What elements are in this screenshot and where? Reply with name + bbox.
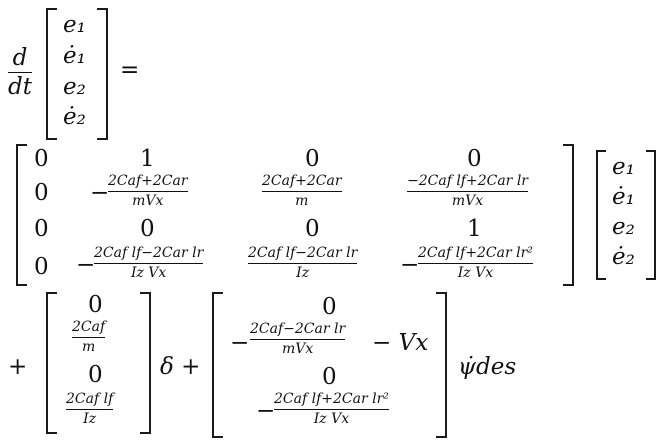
x-e2-dot: ė₂: [612, 244, 635, 270]
fraction-bar: [262, 190, 342, 192]
lhs-e2-dot: ė₂: [63, 104, 86, 130]
fraction-bar: [274, 408, 389, 410]
B2-right-bracket: [436, 292, 447, 438]
A-r2-c3-num: 2Caf+2Car: [262, 173, 342, 189]
B1-r1: 0: [88, 292, 103, 318]
A-left-bracket: [16, 144, 27, 286]
B1-r4-fraction: 2Caf lf Iz: [66, 391, 114, 427]
B2-r2-tail: − Vx: [372, 330, 429, 356]
A-r1-c2: 1: [140, 146, 155, 172]
A-r4-c3-num: 2Caf lf−2Car lr: [248, 245, 358, 261]
B2-r4-den: Iz Vx: [313, 410, 350, 427]
B2-r1: 0: [322, 294, 337, 320]
A-r2-c4-num: −2Caf lf+2Car lr: [407, 173, 528, 189]
B1-left-bracket: [46, 292, 57, 434]
A-r2-c2-num: 2Caf+2Car: [108, 173, 188, 189]
B1-r4-num: 2Caf lf: [66, 391, 114, 407]
lhs-right-bracket: [97, 8, 108, 140]
ddt-denominator: dt: [8, 74, 32, 101]
psi-dot-des: ψ̇des: [458, 354, 517, 380]
fraction-bar: [66, 408, 114, 410]
fraction-bar: [108, 190, 188, 192]
B1-r2-num: 2Caf: [72, 319, 106, 335]
A-r2-c3-fraction: 2Caf+2Car m: [262, 174, 342, 209]
lhs-left-bracket: [46, 8, 57, 140]
A-r2-c4-fraction: −2Caf lf+2Car lr mVx: [407, 174, 528, 209]
A-r4-c4-num: 2Caf lf+2Car lr²: [418, 245, 533, 261]
plus-sign: +: [8, 354, 28, 380]
A-r4-c2-num: 2Caf lf−2Car lr: [94, 245, 204, 261]
A-r4-c3-den: Iz: [296, 264, 310, 281]
A-r2-c3-den: m: [295, 192, 309, 209]
fraction-bar: [8, 72, 32, 74]
A-r1-c3: 0: [305, 146, 320, 172]
lhs-e2: e₂: [63, 74, 86, 100]
A-r4-c2-den: Iz Vx: [130, 264, 167, 281]
A-r3-c1: 0: [34, 216, 49, 242]
B1-r2-fraction: 2Caf m: [72, 319, 106, 355]
B2-left-bracket: [212, 292, 223, 438]
delta-plus: δ +: [160, 354, 201, 380]
x-e1-dot: ė₁: [612, 184, 635, 210]
x-e1: e₁: [612, 154, 635, 180]
A-r1-c1: 0: [34, 146, 49, 172]
B2-r4-sign: −: [256, 398, 276, 424]
A-r4-c2-sign: −: [76, 252, 96, 278]
fraction-bar: [72, 336, 106, 338]
lhs-e1-dot: ė₁: [63, 43, 86, 69]
B2-r2-den: mVx: [281, 340, 314, 357]
A-r2-c1: 0: [34, 180, 49, 206]
fraction-bar: [418, 262, 533, 264]
A-r1-c4: 0: [467, 146, 482, 172]
equals-sign: =: [120, 57, 140, 83]
A-r3-c4: 1: [467, 216, 482, 242]
A-r4-c4-den: Iz Vx: [457, 264, 494, 281]
fraction-bar: [407, 190, 528, 192]
A-r4-c1: 0: [34, 254, 49, 280]
B1-r3: 0: [88, 362, 103, 388]
A-r2-c2-fraction: 2Caf+2Car mVx: [108, 174, 188, 209]
A-r2-c2-sign: −: [90, 180, 110, 206]
B2-r4-fraction: 2Caf lf+2Car lr² Iz Vx: [274, 392, 389, 427]
ddt-numerator: d: [12, 45, 28, 71]
B1-r4-den: Iz: [83, 410, 97, 427]
A-r2-c4-den: mVx: [451, 192, 484, 209]
A-right-bracket: [563, 144, 574, 286]
B2-r2-num: 2Caf−2Car lr: [250, 321, 346, 337]
B2-r2-fraction: 2Caf−2Car lr mVx: [250, 321, 346, 357]
fraction-bar: [250, 338, 346, 340]
A-r4-c2-fraction: 2Caf lf−2Car lr Iz Vx: [94, 245, 204, 281]
fraction-bar: [248, 262, 358, 264]
ddt-fraction: d dt: [8, 46, 32, 100]
A-r4-c4-sign: −: [400, 252, 420, 278]
x-right-bracket: [646, 150, 656, 280]
B2-r4-num: 2Caf lf+2Car lr²: [274, 391, 389, 407]
B2-r2-sign: −: [230, 330, 250, 356]
fraction-bar: [94, 262, 204, 264]
B1-r2-den: m: [81, 338, 96, 355]
B2-r3: 0: [322, 364, 337, 390]
lhs-e1: e₁: [63, 12, 86, 38]
A-r3-c2: 0: [140, 216, 155, 242]
x-e2: e₂: [612, 214, 635, 240]
A-r3-c3: 0: [305, 216, 320, 242]
x-left-bracket: [596, 150, 606, 280]
A-r2-c2-den: mVx: [132, 192, 164, 209]
A-r4-c4-fraction: 2Caf lf+2Car lr² Iz Vx: [418, 246, 533, 281]
B1-right-bracket: [140, 292, 151, 434]
A-r4-c3-fraction: 2Caf lf−2Car lr Iz: [248, 245, 358, 281]
